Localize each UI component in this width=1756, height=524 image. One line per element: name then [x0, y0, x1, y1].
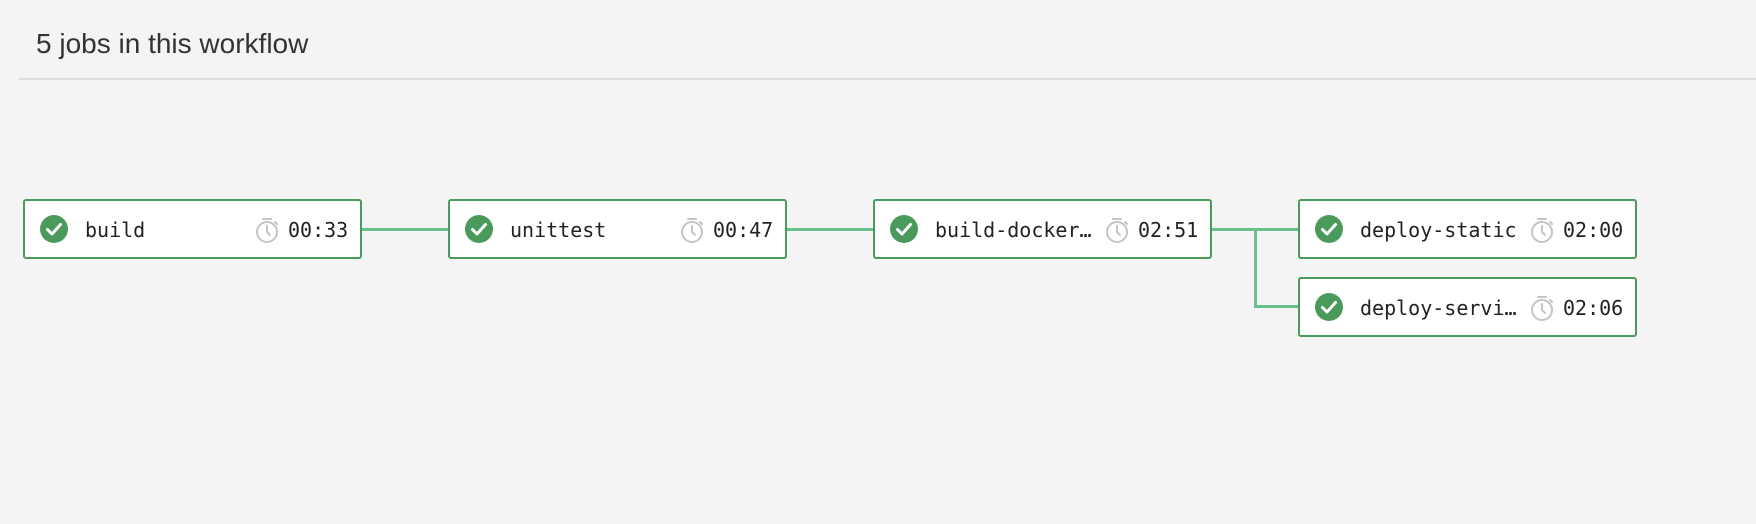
- edge-unittest-build-docker: [787, 228, 875, 231]
- page-title: 5 jobs in this workflow: [36, 28, 309, 59]
- check-circle-icon: [465, 215, 493, 243]
- job-card-build-docker[interactable]: build-docker… 02:51: [873, 199, 1212, 259]
- job-card-deploy-static[interactable]: deploy-static 02:00: [1298, 199, 1637, 259]
- stopwatch-icon: [1106, 218, 1128, 243]
- job-name: build-docker…: [935, 218, 1092, 242]
- job-name: unittest: [510, 218, 607, 242]
- stopwatch-icon: [1531, 296, 1553, 321]
- job-duration: 00:47: [713, 218, 774, 242]
- job-name: deploy-servi…: [1360, 296, 1517, 320]
- job-name: build: [85, 218, 146, 242]
- edge-branch-deploy-service: [1254, 305, 1300, 308]
- stopwatch-icon: [1531, 218, 1553, 243]
- stopwatch-icon: [681, 218, 703, 243]
- check-circle-icon: [1315, 215, 1343, 243]
- edge-branch-vertical: [1254, 228, 1257, 308]
- job-duration: 00:33: [288, 218, 349, 242]
- job-duration: 02:00: [1563, 218, 1624, 242]
- job-duration: 02:51: [1138, 218, 1199, 242]
- edge-build-unittest: [362, 228, 450, 231]
- check-circle-icon: [890, 215, 918, 243]
- check-circle-icon: [40, 215, 68, 243]
- workflow-header: 5 jobs in this workflow: [19, 0, 1756, 80]
- job-card-unittest[interactable]: unittest 00:47: [448, 199, 787, 259]
- check-circle-icon: [1315, 293, 1343, 321]
- job-name: deploy-static: [1360, 218, 1517, 242]
- job-card-deploy-service[interactable]: deploy-servi… 02:06: [1298, 277, 1637, 337]
- job-card-build[interactable]: build 00:33: [23, 199, 362, 259]
- job-duration: 02:06: [1563, 296, 1624, 320]
- stopwatch-icon: [256, 218, 278, 243]
